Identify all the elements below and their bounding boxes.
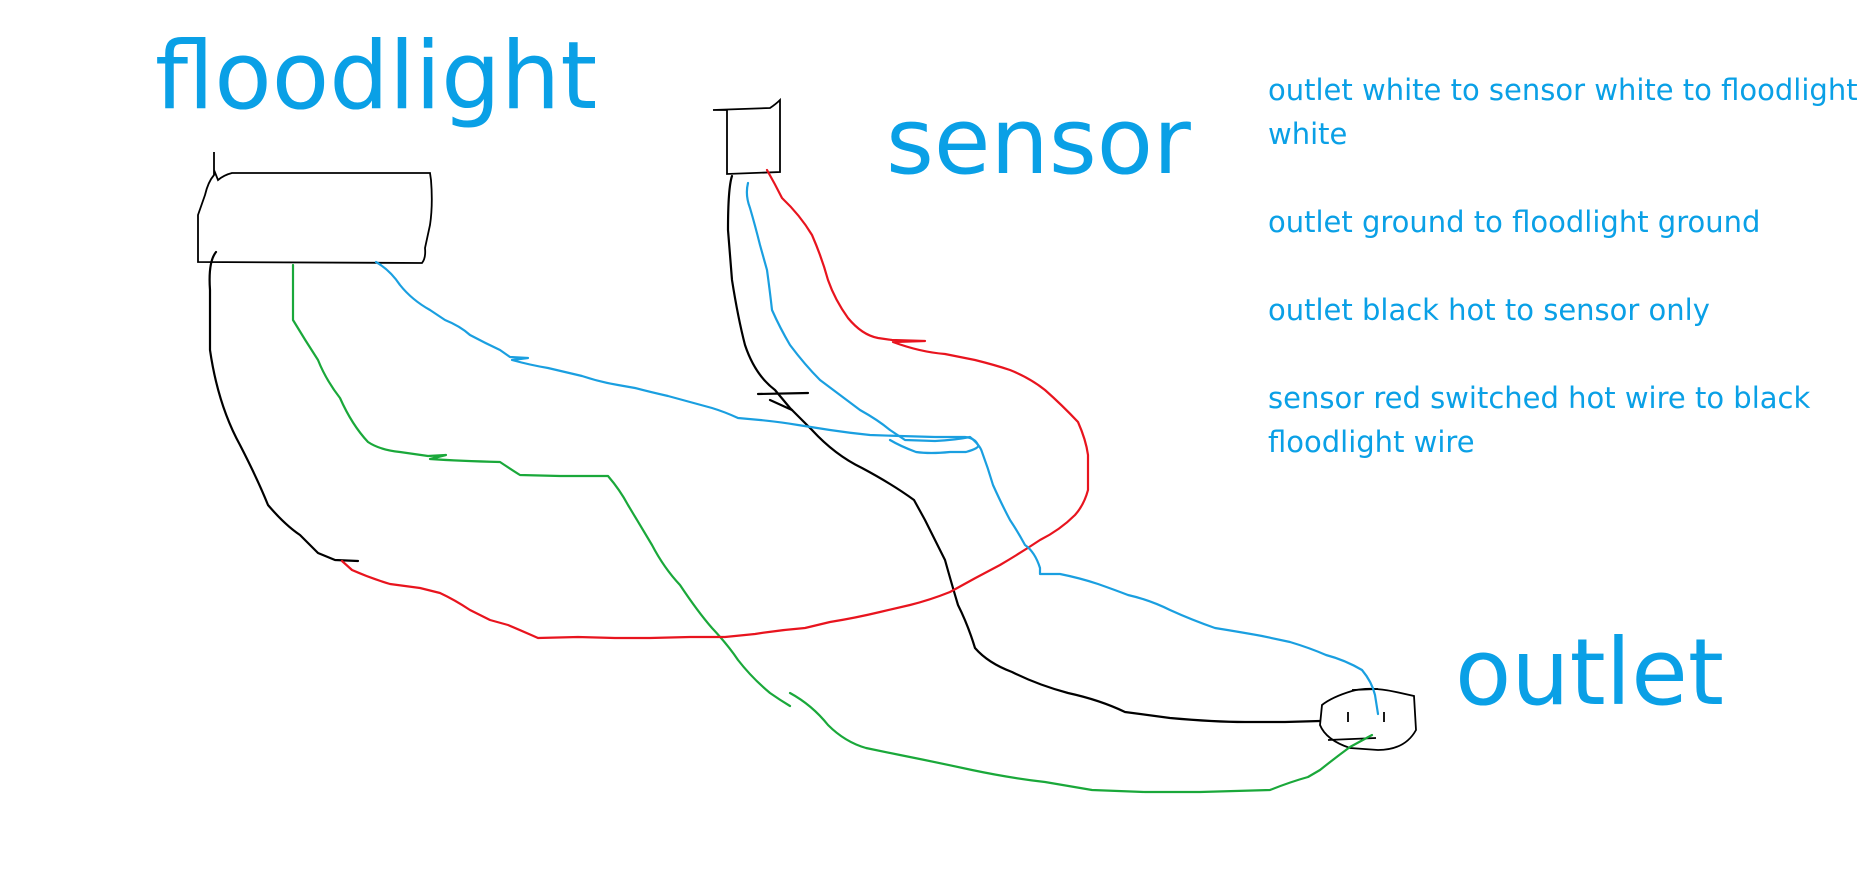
neutral-blue-wire-sensor: [745, 181, 1380, 716]
wiring-notes: outlet white to sensor white to floodlig…: [1268, 68, 1873, 508]
ground-green-wire: [291, 263, 792, 708]
outlet-shape: [1319, 687, 1417, 751]
sensor-box: [712, 97, 781, 175]
outlet-label: outlet: [1455, 619, 1724, 726]
floodlight-label: floodlight: [155, 22, 598, 131]
note-black-hot: outlet black hot to sensor only: [1268, 293, 1710, 327]
sensor-label: sensor: [886, 88, 1191, 195]
note-white-wires: outlet white to sensor white to floodlig…: [1268, 73, 1858, 151]
floodlight-box: [197, 152, 433, 264]
floodlight-black-wire: [208, 250, 360, 563]
ground-green-wire-outlet: [788, 691, 1374, 794]
neutral-blue-wire-floodlight: [374, 260, 980, 455]
outlet-bottom-line: [1327, 737, 1377, 741]
note-ground-wires: outlet ground to floodlight ground: [1268, 205, 1761, 239]
note-red-switched: sensor red switched hot wire to black fl…: [1268, 381, 1811, 459]
sensor-black-wire: [726, 174, 1322, 724]
sensor-black-stub: [756, 391, 810, 412]
switched-hot-red-wire: [340, 168, 1090, 640]
